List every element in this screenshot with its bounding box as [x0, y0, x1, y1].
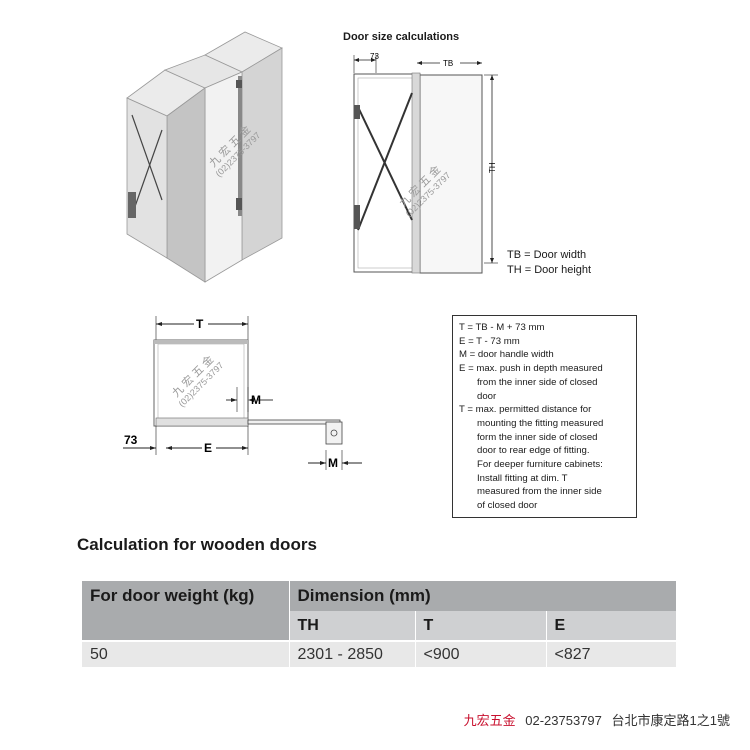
subheader-e: E	[545, 611, 676, 642]
door-size-title: Door size calculations	[343, 31, 460, 43]
plan-view-drawing: T M 73 E M	[123, 316, 362, 470]
formula-line: T = TB - M + 73 mm	[459, 322, 545, 333]
formula-line: from the inner side of closed	[477, 376, 598, 388]
dim-th-label: TH	[488, 162, 497, 173]
door-size-drawing: 73 TB TH	[353, 52, 498, 274]
formula-line: door	[477, 390, 497, 402]
footer-address: 台北市康定路1之1號	[611, 713, 730, 728]
formula-line: door to rear edge of fitting.	[477, 445, 590, 457]
subheader-t: T	[414, 611, 546, 642]
legend-tb: TB = Door width	[507, 249, 587, 261]
formula-line: T = max. permitted distance for	[459, 404, 592, 416]
legend-th: TH = Door height	[507, 263, 592, 276]
cell-e: <827	[545, 641, 676, 667]
dim-e-label: E	[204, 441, 212, 455]
dim-t-label: T	[196, 317, 204, 331]
formula-line: M = door handle width	[459, 349, 554, 361]
header-dimension: Dimension (mm)	[288, 581, 676, 611]
table-header-row: For door weight (kg) Dimension (mm)	[82, 581, 676, 641]
footer-phone: 02-23753797	[525, 713, 602, 728]
formula-line: For deeper furniture cabinets:	[477, 459, 603, 471]
dim-m2-label: M	[328, 456, 338, 470]
formula-box: T = TB - M + 73 mm E = T - 73 mm M = door …	[452, 315, 637, 518]
cell-th: 2301 - 2850	[288, 641, 415, 667]
formula-line: measured from the inner side	[477, 486, 602, 498]
dim-73-label: 73	[370, 52, 379, 61]
table-row: 50 2301 - 2850 <900 <827	[82, 640, 676, 667]
formula-line: E = max. push in depth measured	[459, 363, 603, 375]
cell-weight: 50	[82, 640, 289, 667]
subheader-th: TH	[288, 611, 415, 642]
footer: 九宏五金 02-23753797 台北市康定路1之1號	[464, 710, 730, 729]
door-legend: TB = Door width TH = Door height	[507, 248, 591, 277]
header-door-weight: For door weight (kg)	[82, 581, 289, 641]
footer-brand: 九宏五金	[463, 713, 516, 728]
dim-73-plan-label: 73	[124, 433, 138, 447]
formula-line: of closed door	[477, 500, 538, 512]
formula-line: form the inner side of closed	[477, 431, 598, 443]
table-subheader-row: TH T E	[82, 611, 676, 642]
dim-tb-label: TB	[443, 59, 453, 68]
cell-t: <900	[414, 641, 546, 667]
section-title: Calculation for wooden doors	[77, 535, 317, 554]
cabinet-isometric-drawing	[126, 31, 283, 283]
spec-table: For door weight (kg) Dimension (mm) TH T…	[82, 581, 676, 667]
formula-line: mounting the fitting measured	[477, 417, 604, 429]
formula-line: E = T - 73 mm	[459, 335, 520, 347]
formula-line: Install fitting at dim. T	[477, 472, 568, 484]
dim-m-label: M	[251, 393, 261, 407]
